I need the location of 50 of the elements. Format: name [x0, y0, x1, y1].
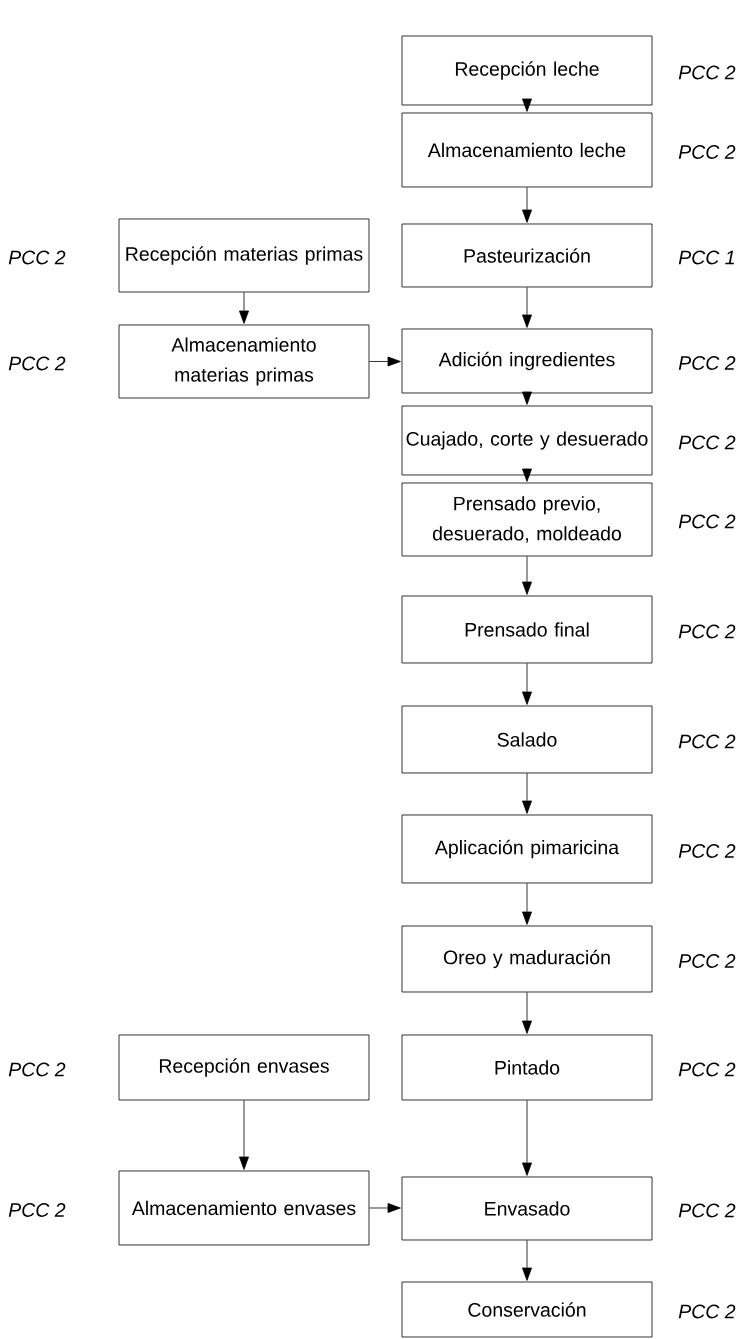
process-box: Adición ingredientes: [401, 328, 653, 394]
pcc-label: PCC 2: [678, 435, 736, 450]
arrow: [522, 773, 532, 814]
pcc-label: PCC 2: [678, 624, 736, 639]
arrow: [522, 1240, 532, 1281]
pcc-label: PCC 2: [678, 954, 736, 968]
arrow: [239, 1100, 249, 1170]
pcc-label: PCC 2: [678, 1062, 736, 1077]
process-box: Recepción envases: [118, 1034, 370, 1101]
process-box: Pasteurización: [401, 223, 653, 288]
process-box: Almacenamiento leche: [401, 112, 653, 188]
pcc-label: PCC 2: [8, 1062, 66, 1077]
process-box: Aplicación pimaricina: [401, 814, 653, 884]
process-box: Recepción leche: [401, 35, 653, 106]
process-box: Almacenamiento envases: [118, 1170, 370, 1246]
process-box: Envasado: [401, 1176, 653, 1241]
process-box: Prensado final: [401, 595, 653, 664]
pcc-label: PCC 2: [8, 250, 66, 265]
pcc-label: PCC 2: [678, 1203, 736, 1218]
pcc-label: PCC 2: [678, 356, 736, 370]
process-box: Cuajado, corte y desuerado: [401, 405, 653, 476]
pcc-label: PCC 2: [678, 844, 736, 858]
arrow: [369, 356, 401, 367]
pcc-label: PCC 2: [8, 1203, 66, 1217]
process-box: Salado: [401, 705, 653, 774]
arrow: [239, 292, 249, 324]
pcc-label: PCC 2: [678, 734, 736, 749]
arrow: [522, 992, 532, 1034]
pcc-label: PCC 2: [678, 65, 736, 80]
arrow: [522, 98, 532, 112]
process-box: Oreo y maduración: [401, 925, 653, 993]
arrow: [369, 1203, 401, 1213]
pcc-label: PCC 2: [678, 514, 736, 529]
pcc-label: PCC 2: [678, 145, 736, 159]
arrow: [522, 556, 532, 595]
pcc-label: PCC 1: [678, 250, 734, 265]
arrow: [522, 187, 532, 223]
arrow: [522, 883, 532, 925]
process-box: Prensado previo, desuerado, moldeado: [401, 482, 653, 557]
process-box: Conservación: [401, 1281, 653, 1338]
arrow: [522, 663, 532, 705]
pcc-label: PCC 2: [678, 1304, 736, 1319]
arrow: [522, 468, 532, 482]
process-box: Almacenamiento materias primas: [118, 324, 370, 399]
process-box: Pintado: [401, 1034, 653, 1101]
pcc-label: PCC 2: [8, 356, 66, 371]
arrow: [522, 287, 532, 328]
arrow: [522, 1100, 532, 1176]
process-box: Recepción materias primas: [118, 218, 370, 293]
arrow: [522, 391, 532, 405]
